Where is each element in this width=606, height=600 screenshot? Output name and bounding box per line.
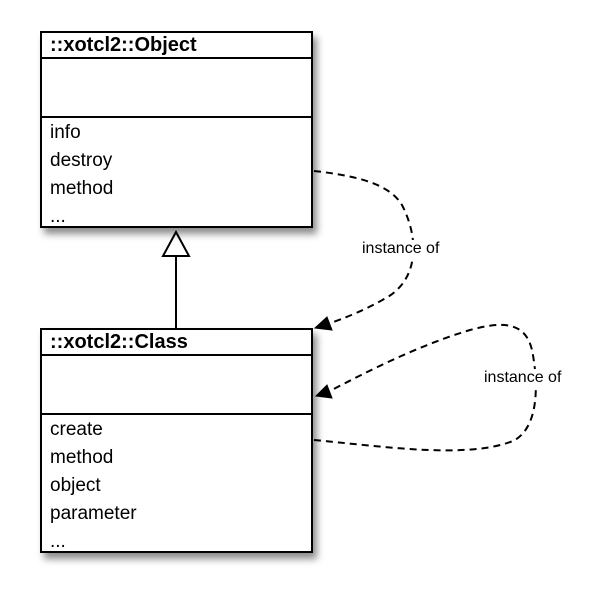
object-class-name: ::xotcl2::Object	[42, 33, 311, 59]
method-destroy: destroy	[50, 150, 113, 171]
inheritance-arrowhead-icon	[161, 229, 191, 257]
class-instance-of-edge	[313, 323, 537, 452]
class-class-attributes	[42, 356, 311, 415]
object-instance-of-arrowhead-icon	[313, 316, 333, 331]
class-class-methods: create method object parameter ...	[42, 415, 311, 556]
object-class-methods: info destroy method ...	[42, 118, 311, 231]
class-instance-of-arrowhead-icon	[314, 384, 333, 399]
method-method: method	[50, 447, 114, 468]
method-ellipsis: ...	[50, 206, 66, 227]
method-info: info	[50, 122, 81, 143]
class-class-name: ::xotcl2::Class	[42, 330, 311, 356]
object-class-attributes	[42, 59, 311, 118]
method-method: method	[50, 178, 114, 199]
method-object: object	[50, 475, 101, 496]
class-instance-of-label: instance of	[482, 369, 564, 387]
method-create: create	[50, 419, 103, 440]
object-class-box[interactable]: ::xotcl2::Object info destroy method ...	[40, 31, 313, 228]
method-ellipsis: ...	[50, 531, 66, 552]
method-parameter: parameter	[50, 503, 137, 524]
object-instance-of-label: instance of	[360, 240, 442, 258]
class-class-box[interactable]: ::xotcl2::Class create method object par…	[40, 328, 313, 553]
